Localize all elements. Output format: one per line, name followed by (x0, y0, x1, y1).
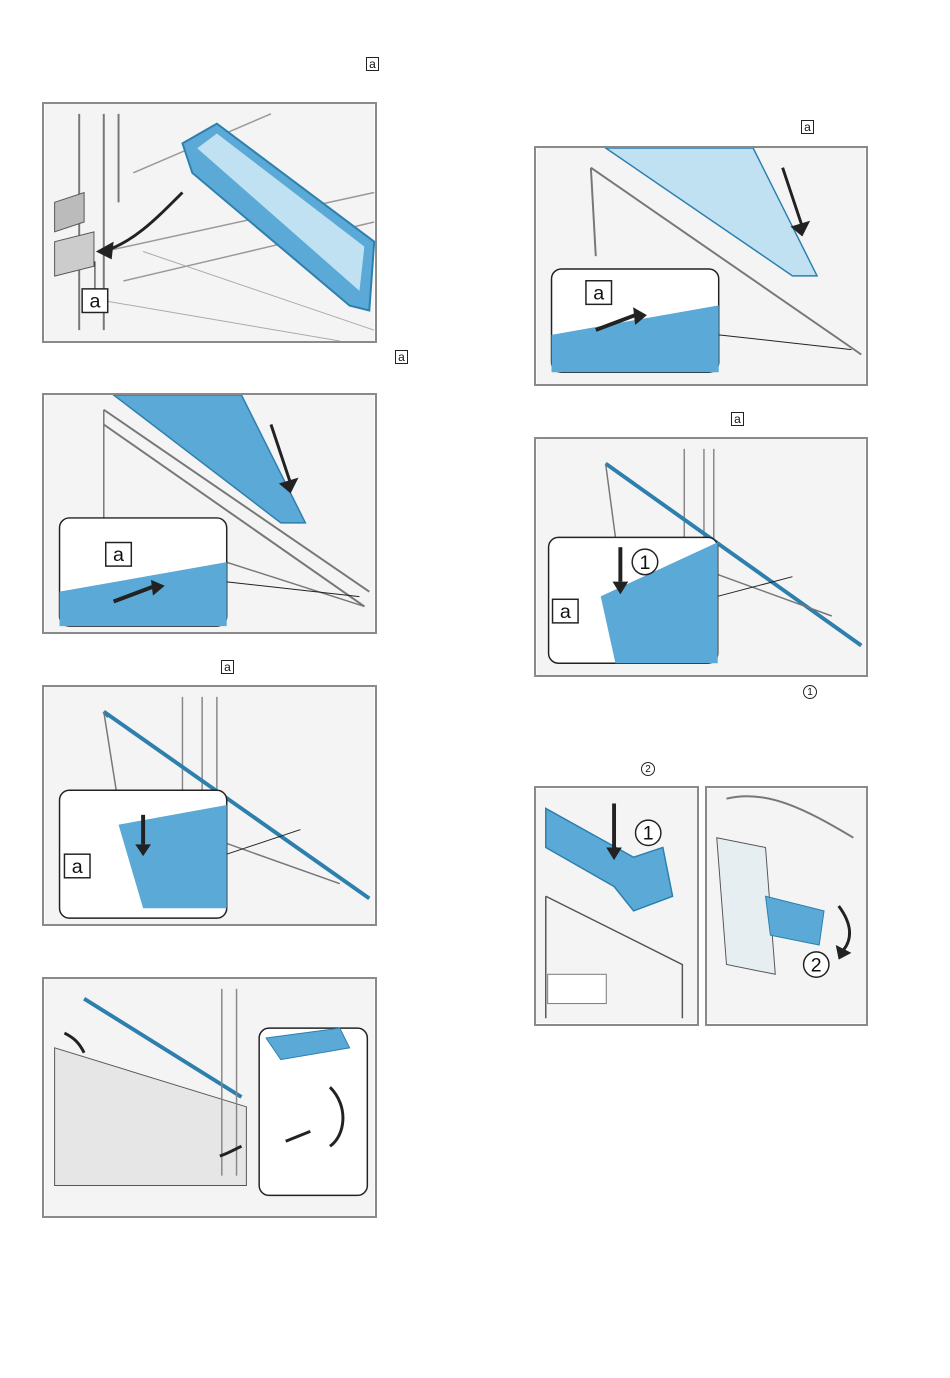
reference-marker-a: a (731, 412, 744, 426)
callout-label-a: a (89, 291, 100, 313)
reference-marker-a: a (801, 120, 814, 134)
reference-marker-a: a (366, 57, 379, 71)
reference-marker-a: a (221, 660, 234, 674)
callout-label-a: a (560, 601, 571, 623)
step-number-2-marker: 2 (641, 762, 655, 776)
figure-clip-press: 1 (534, 786, 699, 1026)
figure-insert-inner-glass: a (534, 146, 868, 386)
figure-insert-glass: a (42, 393, 377, 634)
oven-illustration: a (44, 395, 375, 632)
figure-seal-step-1: 1 a (534, 437, 868, 677)
figure-clip-rotate: 2 (705, 786, 868, 1026)
callout-label-a: a (113, 544, 124, 566)
oven-illustration: 2 (707, 788, 866, 1024)
step-number-1: 1 (639, 552, 650, 574)
oven-illustration: a (44, 687, 375, 924)
oven-illustration: a (536, 148, 866, 384)
step-number-1-marker: 1 (803, 685, 817, 699)
reference-marker-a: a (395, 350, 408, 364)
step-number-1: 1 (643, 823, 654, 845)
figure-door-seal (42, 977, 377, 1218)
callout-label-a: a (72, 856, 83, 878)
oven-illustration: a (44, 104, 375, 341)
figure-seal-attach: a (42, 685, 377, 926)
oven-illustration: 1 a (536, 439, 866, 675)
callout-label-a: a (593, 282, 604, 304)
figure-seal-removal: a (42, 102, 377, 343)
oven-illustration: 1 (536, 788, 697, 1024)
step-number-2: 2 (811, 954, 822, 976)
oven-illustration (44, 979, 375, 1216)
